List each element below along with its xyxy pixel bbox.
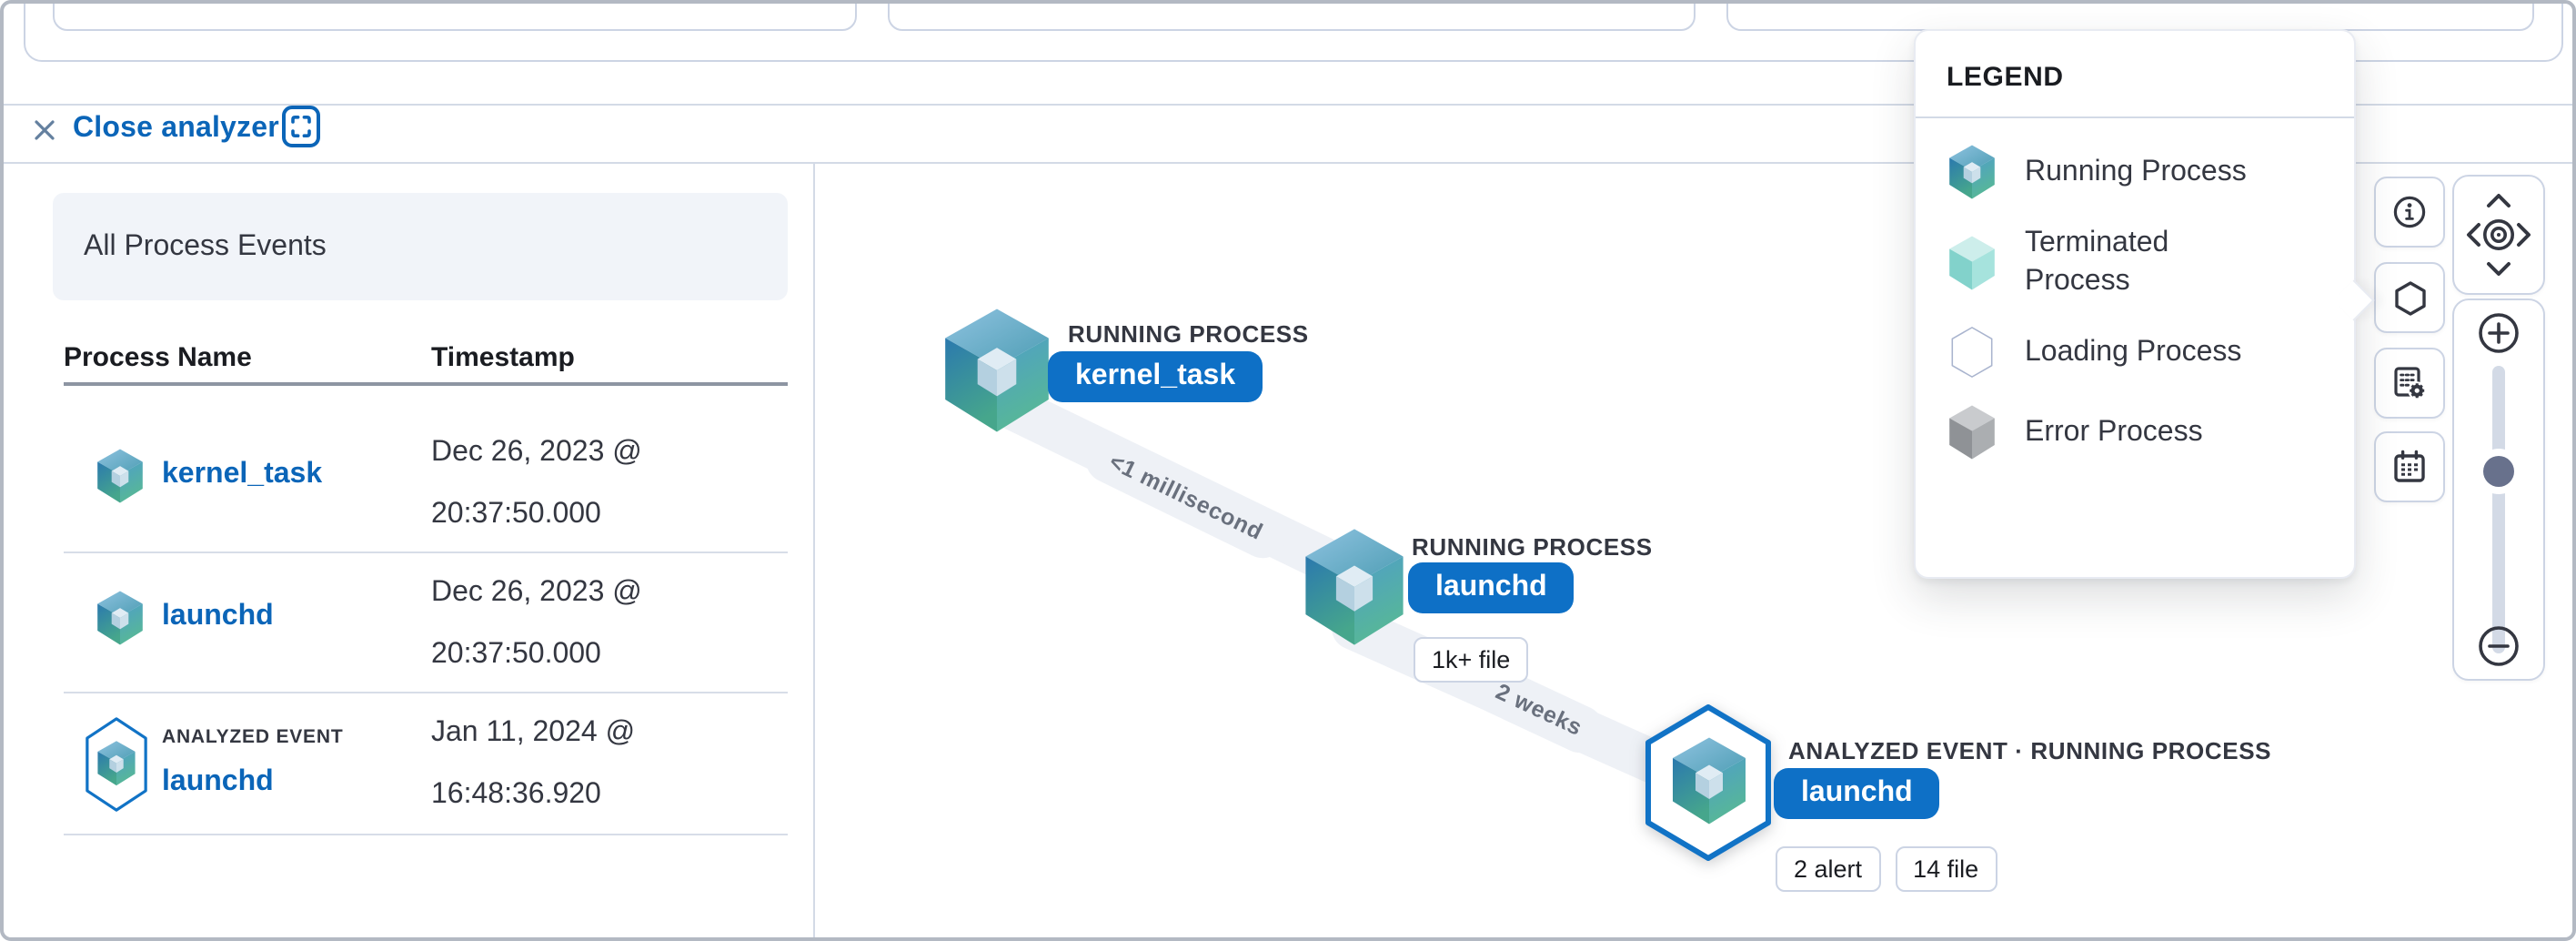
toolbar-top-divider [4, 104, 2572, 106]
process-cube-icon [95, 590, 146, 646]
zoom-out-icon[interactable] [2479, 626, 2519, 666]
legend-title: LEGEND [1947, 62, 2064, 93]
legend-popover: LEGEND Running Process Terminated Proces… [1914, 29, 2375, 579]
node-type-label: ANALYZED EVENT · RUNNING PROCESS [1788, 737, 2272, 764]
process-cube-icon [95, 448, 146, 504]
toolbar-bottom-divider [4, 162, 2572, 164]
legend-item-label: Loading Process [2025, 337, 2242, 369]
info-icon [2393, 196, 2426, 228]
node-stat-badge[interactable]: 1k+ file [1414, 637, 1529, 683]
legend-item-terminated-process: Terminated Process [1947, 224, 2323, 300]
zoom-control[interactable] [2452, 298, 2545, 681]
selected-node-hexagon-icon [1645, 704, 1771, 861]
node-name-pill[interactable]: launchd [1774, 768, 1940, 819]
schema-settings-button[interactable] [2374, 348, 2445, 419]
hexagon-shape-icon [2394, 280, 2425, 315]
node-type-label: RUNNING PROCESS [1068, 320, 1309, 348]
legend-item-label: Terminated Process [2025, 228, 2169, 298]
legend-item-label: Running Process [2025, 156, 2247, 187]
row-separator [64, 834, 788, 835]
analyzed-event-hexagon-icon [84, 715, 149, 814]
running-process-cube-icon [1947, 144, 1997, 200]
pan-center-icon [2497, 233, 2501, 237]
timestamp-line: 20:37:50.000 [431, 639, 601, 670]
running-process-cube-icon [1299, 526, 1410, 648]
legend-item-error-process: Error Process [1947, 404, 2323, 460]
row-separator [64, 692, 788, 693]
timestamp-line: Dec 26, 2023 @ [431, 437, 642, 468]
fullscreen-button[interactable] [282, 106, 320, 147]
close-analyzer-button[interactable]: Close analyzer [33, 107, 279, 151]
zoom-slider-track[interactable] [2492, 366, 2505, 653]
close-analyzer-label: Close analyzer [73, 113, 279, 144]
loading-process-hexagon-icon [1951, 327, 1993, 379]
node-info-button[interactable] [2374, 177, 2445, 248]
pan-center-icon[interactable] [2490, 226, 2507, 243]
pan-down-icon[interactable] [2487, 262, 2511, 276]
schema-settings-icon [2394, 367, 2427, 400]
node-stat-badge[interactable]: 2 alert [1776, 846, 1881, 892]
top-card-3 [1726, 4, 2534, 31]
pan-up-icon[interactable] [2487, 194, 2511, 207]
terminated-process-cube-icon [1947, 234, 1997, 290]
pan-left-icon[interactable] [2467, 223, 2480, 247]
zoom-in-icon[interactable] [2479, 313, 2519, 353]
legend-divider [1916, 116, 2354, 118]
legend-item-loading-process: Loading Process [1947, 324, 2323, 380]
legend-item-label: Error Process [2025, 417, 2203, 449]
fullscreen-icon [282, 106, 320, 147]
top-card-2 [888, 4, 1696, 31]
legend-item-running-process: Running Process [1947, 144, 2323, 200]
pan-right-icon[interactable] [2517, 223, 2531, 247]
edge-label-capsule: <1 millisecond [1085, 435, 1287, 559]
timestamp-line: Jan 11, 2024 @ [431, 717, 636, 748]
timestamp-line: 16:48:36.920 [431, 779, 601, 810]
events-panel-title: All Process Events [84, 230, 327, 261]
node-shape-button[interactable] [2374, 262, 2445, 333]
process-node-kernel-task[interactable]: RUNNING PROCESS kernel_task [937, 306, 1308, 444]
node-name-pill[interactable]: kernel_task [1048, 351, 1263, 402]
column-header-process-name: Process Name [64, 342, 252, 373]
top-card-1 [53, 4, 857, 31]
running-process-cube-icon [937, 306, 1057, 435]
process-link[interactable]: launchd [162, 766, 274, 797]
pan-center-icon[interactable] [2482, 218, 2514, 250]
process-link[interactable]: launchd [162, 601, 274, 632]
node-name-pill[interactable]: launchd [1408, 562, 1575, 613]
timestamp-line: 20:37:50.000 [431, 499, 601, 530]
pan-control[interactable] [2452, 175, 2545, 295]
process-link[interactable]: kernel_task [162, 459, 323, 490]
zoom-slider-thumb[interactable] [2483, 456, 2514, 487]
row-separator [64, 551, 788, 553]
close-icon [35, 119, 55, 139]
table-header-rule [64, 382, 788, 385]
node-stat-badge[interactable]: 14 file [1895, 846, 1997, 892]
column-header-timestamp: Timestamp [431, 342, 575, 373]
panel-graph-divider [813, 164, 815, 937]
analyzed-event-node-launchd[interactable]: ANALYZED EVENT · RUNNING PROCESS launchd… [1639, 701, 2270, 892]
events-panel-header: All Process Events [53, 193, 788, 300]
analyzer-edges-layer: <1 millisecond 2 weeks [975, 379, 1730, 808]
process-node-launchd[interactable]: RUNNING PROCESS launchd 1k+ file [1299, 526, 1652, 683]
timestamp-line: Dec 26, 2023 @ [431, 577, 642, 608]
zoom-in-icon[interactable] [2488, 322, 2510, 344]
date-picker-button[interactable] [2374, 431, 2445, 502]
analyzed-event-mini-label: ANALYZED EVENT [162, 726, 344, 748]
node-type-label: RUNNING PROCESS [1412, 533, 1653, 561]
error-process-cube-icon [1947, 404, 1997, 460]
calendar-icon [2394, 450, 2425, 482]
